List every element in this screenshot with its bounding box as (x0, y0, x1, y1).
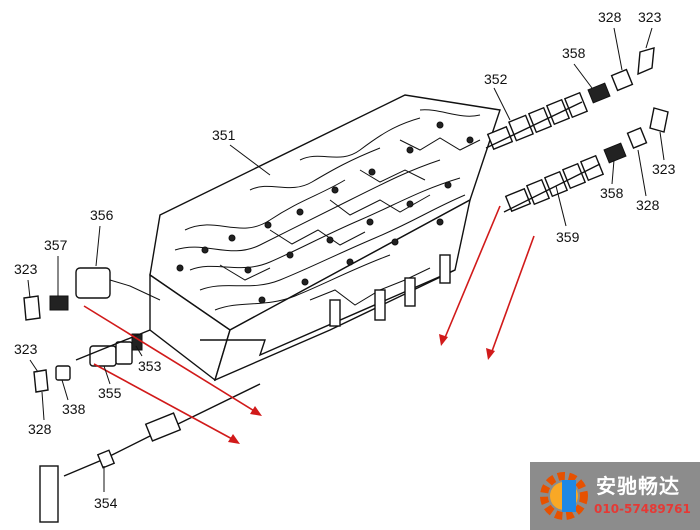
valve-body-lower-plate (200, 269, 456, 357)
label-355: 355 (98, 385, 122, 401)
watermark-name: 安驰畅达 (596, 474, 680, 498)
clip-323-right (649, 107, 669, 133)
part-labels: 351 352 353 354 355 356 357 358 358 359 … (14, 9, 676, 511)
label-357: 357 (44, 237, 68, 253)
label-353: 353 (138, 358, 162, 374)
label-328-lower-left: 328 (28, 421, 52, 437)
label-328-top: 328 (598, 9, 622, 25)
assembly-arrows (83, 205, 535, 444)
plug-328-lower (626, 127, 648, 149)
leader-lines (27, 27, 665, 492)
valve-body-holes (176, 121, 474, 304)
label-356: 356 (90, 207, 114, 223)
watermark-phone: 010-57489761 (594, 502, 691, 516)
watermark: 安驰畅达 010-57489761 (530, 462, 700, 530)
shift-valve-352 (485, 91, 589, 151)
assembly-arrow-3 (443, 205, 501, 341)
label-358-upper: 358 (562, 45, 586, 61)
valve-body (149, 94, 501, 382)
label-351: 351 (212, 127, 236, 143)
label-359: 359 (556, 229, 580, 245)
shift-valve-359 (503, 154, 605, 213)
valve-355 (75, 329, 151, 367)
solenoid-356 (75, 267, 161, 301)
plug-328-upper (610, 68, 634, 92)
spring-358-lower (603, 142, 627, 164)
label-323-right: 323 (652, 161, 676, 177)
label-352: 352 (484, 71, 508, 87)
spring-358-upper (587, 82, 611, 104)
label-323-lower-left: 323 (14, 341, 38, 357)
label-358-lower: 358 (600, 185, 624, 201)
assembly-arrow-1 (83, 305, 257, 413)
label-323-top: 323 (638, 9, 662, 25)
label-328-right: 328 (636, 197, 660, 213)
assembly-arrow-2 (93, 363, 235, 441)
valve-body-side-face (213, 198, 472, 382)
valve-body-side-bolts (329, 254, 451, 327)
plug-338 (55, 365, 71, 381)
gear-logo-icon (540, 472, 588, 520)
clip-323-left (23, 295, 41, 321)
label-354: 354 (94, 495, 118, 511)
spring-357 (49, 295, 69, 311)
valve-body-channels (174, 109, 481, 311)
assembly-arrow-4 (490, 235, 535, 355)
clip-323-lower-left (33, 369, 49, 393)
manual-valve-354 (39, 383, 261, 523)
label-323-left: 323 (14, 261, 38, 277)
clip-323-upper (637, 47, 655, 76)
label-338: 338 (62, 401, 86, 417)
